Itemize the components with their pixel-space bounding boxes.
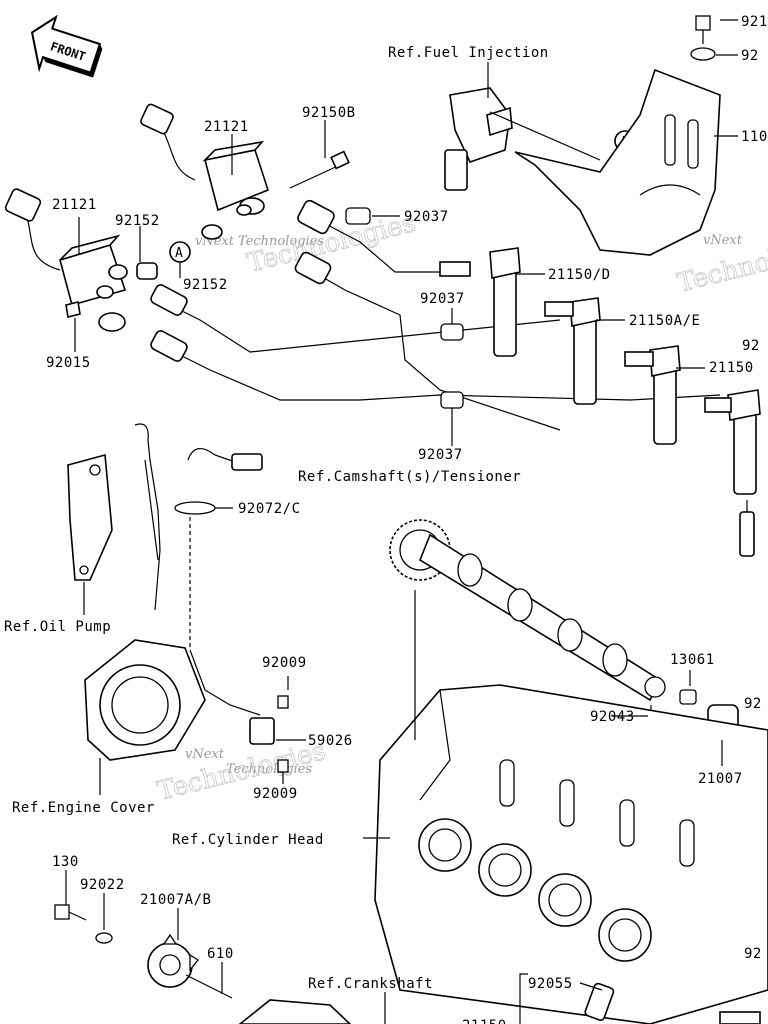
part-92037-b: 92037 — [420, 291, 465, 307]
part-610: 610 — [207, 946, 234, 962]
spark-plug-leads — [150, 199, 721, 431]
part-110-cut: 110 — [741, 129, 768, 145]
part-92150B: 92150B — [302, 105, 356, 121]
watermark-middle: vNext Technologies Technologies — [154, 736, 329, 808]
part-59026: 59026 — [308, 733, 353, 749]
ignition-coil-lower — [4, 188, 158, 332]
part-92022: 92022 — [80, 877, 125, 893]
part-92015: 92015 — [46, 355, 91, 371]
part-bottom-right — [719, 1011, 761, 1024]
sensor-59026 — [249, 695, 289, 773]
oil-pump-plate — [67, 453, 113, 581]
part-92043: 92043 — [590, 709, 635, 725]
part-21150-cut: 21150 — [709, 360, 754, 376]
ref-oil-pump: Ref.Oil Pump — [4, 619, 111, 635]
ref-cylinder-head: Ref.Cylinder Head — [172, 832, 324, 848]
part-92072C: 92072/C — [238, 501, 301, 517]
plug-cap-21150D — [439, 247, 521, 357]
part-13061: 13061 — [670, 652, 715, 668]
part-92037-c: 92037 — [418, 447, 463, 463]
pin-610 — [185, 974, 233, 999]
callout-a-left-label: A — [175, 246, 183, 261]
washer-92022 — [95, 932, 113, 944]
fuel-injection-module — [444, 87, 513, 191]
bolt-92150B — [289, 150, 350, 189]
cap-13061 — [679, 689, 697, 705]
spark-plug — [739, 500, 755, 557]
oring-92055 — [584, 982, 615, 1021]
watermark-outline-3: Technologies — [154, 736, 328, 807]
engine-cover — [84, 639, 206, 761]
part-92-cut-bottom: 92 — [744, 946, 762, 962]
dipstick — [134, 423, 161, 611]
part-21121-upper: 21121 — [204, 119, 249, 135]
watermark-right-upper: vNext Technologies — [674, 228, 768, 300]
ref-camshaft: Ref.Camshaft(s)/Tensioner — [298, 469, 521, 485]
watermark-technologies-1: Technologies — [238, 234, 324, 249]
clamp-92037-b — [440, 323, 464, 341]
nut-92015 — [65, 301, 81, 318]
leader-lines — [65, 19, 738, 1024]
part-92-cut-top: 92 — [741, 48, 759, 64]
part-92009-b: 92009 — [253, 786, 298, 802]
part-21150-bottom: 21150 — [462, 1018, 507, 1024]
plug-cap-21150-right — [624, 345, 681, 445]
bolt-130 — [54, 904, 87, 921]
part-92009-a: 92009 — [262, 655, 307, 671]
plug-cap-21150AE — [544, 297, 601, 405]
ref-crankshaft: Ref.Crankshaft — [308, 976, 433, 992]
timing-rotor-21007AB — [147, 933, 199, 988]
part-92-cut-right: 92 — [742, 338, 760, 354]
watermark-vnext-2: vNext — [703, 233, 743, 248]
bolt-washer-top-right — [690, 15, 716, 61]
part-21121-lower: 21121 — [52, 197, 97, 213]
part-130: 130 — [52, 854, 79, 870]
part-21007AB: 21007A/B — [140, 892, 211, 908]
coil-bracket-110 — [514, 68, 721, 256]
cylinder-head — [374, 684, 768, 1024]
part-921-cut: 921 — [741, 14, 768, 30]
camshaft — [389, 519, 666, 702]
part-21007: 21007 — [698, 771, 743, 787]
spacer-92152-a — [136, 262, 158, 280]
watermark-technologies-3: Technologies — [226, 762, 312, 777]
plug-cap-21150-far — [704, 389, 761, 495]
clamp-92037-a — [345, 207, 371, 225]
part-92152-b: 92152 — [183, 277, 228, 293]
part-21150AE: 21150A/E — [629, 313, 700, 329]
clip-92072C — [174, 501, 216, 515]
callout-a-left: A — [169, 241, 191, 263]
sensor-with-lead — [187, 448, 263, 716]
clamp-92037-c — [440, 391, 464, 409]
ref-fuel-injection: Ref.Fuel Injection — [388, 45, 549, 61]
part-92-cut-mid: 92 — [744, 696, 762, 712]
part-92152-a: 92152 — [115, 213, 160, 229]
ignition-coil-upper — [140, 103, 269, 240]
part-92037-a: 92037 — [404, 209, 449, 225]
watermark-vnext-3: vNext — [185, 747, 225, 762]
front-arrow: FRONT — [30, 14, 103, 78]
part-21150D: 21150/D — [548, 267, 611, 283]
ref-engine-cover: Ref.Engine Cover — [12, 800, 155, 816]
part-92055: 92055 — [528, 976, 573, 992]
crankshaft-end — [238, 999, 352, 1024]
